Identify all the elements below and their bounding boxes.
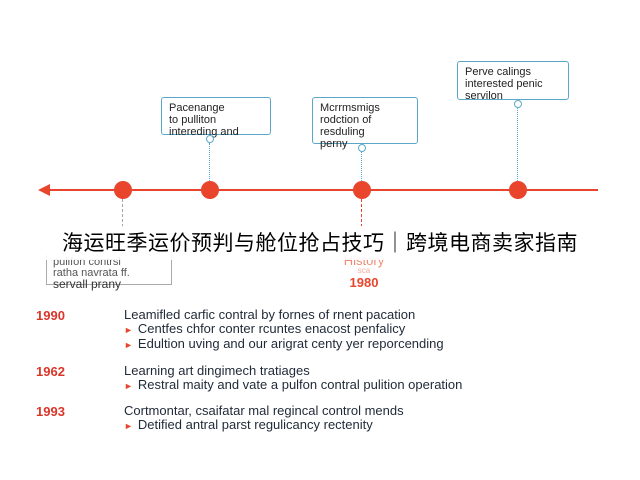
entry-1: 1990 Leamifled carfic contral by fornes … [36,308,626,352]
entry-3-bullet-1-text: Detified antral parst regulicancy recten… [137,417,373,432]
entry-2-bullet-1-text: Restral maity and vate a pulfon contral … [137,377,463,392]
bullet-arrow-icon: ► [124,381,133,391]
timeline-dot-4 [509,181,527,199]
bullet-arrow-icon: ► [124,340,133,350]
entry-2-bullet-1: ► Restral maity and vate a pulfon contral… [124,378,626,393]
callout-2-knob [358,144,366,152]
history-sublabel: sca [357,266,371,275]
timeline-tick-3 [361,199,362,227]
entry-3: 1993 Cortmontar, csaifatar mal regincal … [36,404,626,433]
entry-1-bullet-2-text: Edultion uving and our arigrat centy yer… [137,336,444,351]
callout-1-line-3: intereding and [169,126,239,138]
bullet-arrow-icon: ► [124,325,133,335]
title-banner: 海运旺季运价预判与舱位抢占技巧｜跨境电商卖家指南 [0,226,640,260]
left-card-line-3: servall prany [53,277,122,291]
entry-1-bullet-1-text: Centfes chfor conter rcuntes enacost pen… [137,321,406,336]
entry-3-title: Cortmontar, csaifatar mal regincal contr… [124,403,404,418]
timeline-dot-2 [201,181,219,199]
callout-3: Perve calings interested penic servilon [457,61,569,102]
bullet-arrow-icon: ► [124,421,133,431]
entry-2-year: 1962 [36,364,65,379]
entry-2-title: Learning art dingimech tratiages [124,363,310,378]
callout-3-line-3: servilon [465,90,503,102]
timeline-dot-1 [114,181,132,199]
entry-3-year: 1993 [36,404,65,419]
callout-3-knob [514,100,522,108]
callout-1-line-2: to pulliton [169,114,217,126]
callout-1-connector [209,143,210,181]
callout-3-line-2: interested penic [465,78,543,90]
callout-1: Pacenange to pulliton intereding and [161,97,271,138]
timeline-tick-1 [122,199,123,227]
callout-2-line-1: Mcrrmsmigs [320,102,380,114]
callout-2-line-2: rodction of [320,114,372,126]
entries-list: 1990 Leamifled carfic contral by fornes … [36,308,626,433]
callout-3-connector [517,108,518,181]
callout-2-line-3: resduling [320,126,365,138]
entry-3-bullet-1: ► Detified antral parst regulicancy recte… [124,418,626,433]
timeline-axis [48,189,598,191]
axis-arrowhead-icon [38,184,50,196]
callout-2-connector [361,152,362,181]
history-year: 1980 [349,275,379,290]
entry-1-title: Leamifled carfic contral by fornes of rn… [124,307,416,322]
entry-1-bullet-1: ► Centfes chfor conter rcuntes enacost pe… [124,322,626,337]
callout-1-line-1: Pacenange [169,102,225,114]
left-card-line-1: pulifon contrsl [53,256,121,268]
left-info-card: pulifon contrsl ratha navrata ff. serval… [46,255,172,290]
entry-1-bullet-2: ► Edultion uving and our arigrat centy ye… [124,337,626,352]
callout-2-line-4: perny [320,138,348,150]
left-card-line-2: ratha navrata ff. [53,267,130,279]
callout-1-knob [206,135,214,143]
entry-2: 1962 Learning art dingimech tratiages ► R… [36,364,626,393]
timeline-dot-3 [353,181,371,199]
callout-3-line-1: Perve calings [465,66,532,78]
entry-1-year: 1990 [36,308,65,323]
callout-2: Mcrrmsmigs rodction of resduling perny [312,97,418,150]
